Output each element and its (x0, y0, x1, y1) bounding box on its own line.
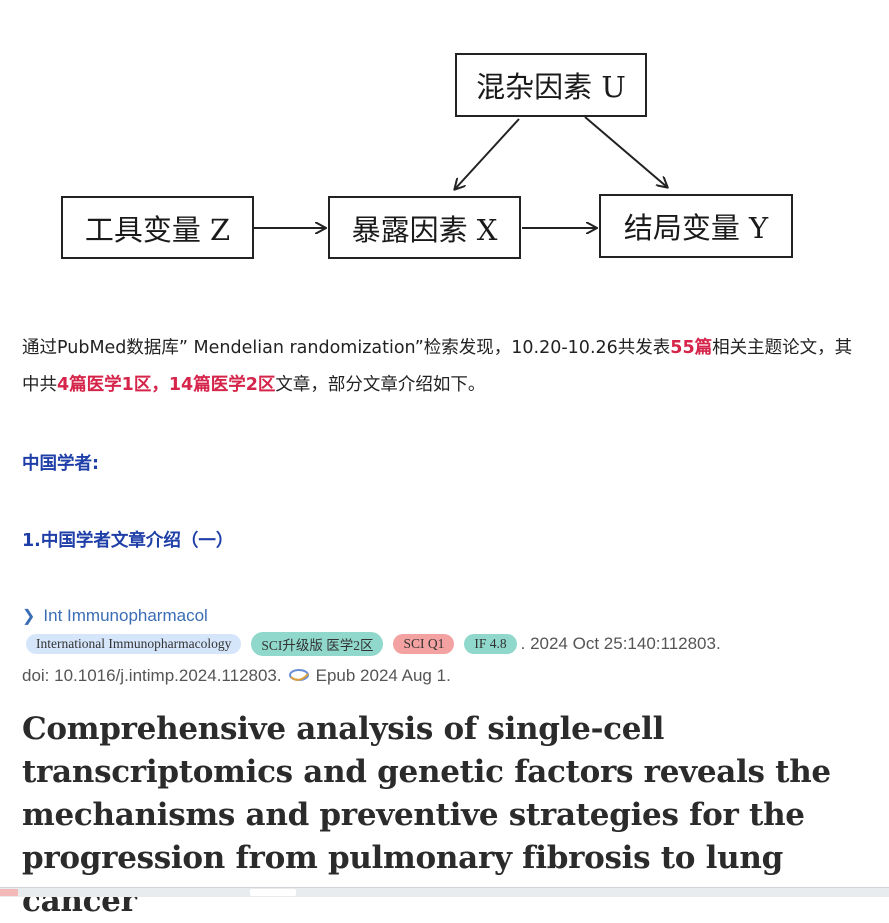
intro-text-3: 文章，部分文章介绍如下。 (275, 375, 486, 395)
intro-text-1: 通过PubMed数据库” Mendelian randomization”检索发… (22, 338, 671, 358)
article-1-heading: 1.中国学者文章介绍（一） (22, 531, 234, 551)
bottom-left-indicator (0, 889, 18, 896)
instrument-box: 工具变量 Z (61, 196, 254, 259)
intro-text-2: 相关主题论文，其中共 (22, 338, 853, 395)
exposure-box: 暴露因素 X (328, 196, 521, 259)
journal-link[interactable]: ❯ Int Immunopharmacol (22, 606, 208, 626)
outcome-box: 结局变量 Y (599, 194, 793, 258)
intro-paragraph: 通过PubMed数据库” Mendelian randomization”检索发… (22, 330, 862, 404)
journal-abbrev: Int Immunopharmacol (43, 606, 208, 625)
section-heading-chinese-scholars: 中国学者: (22, 454, 99, 474)
epub-date: Epub 2024 Aug 1. (315, 666, 451, 685)
diagram-arrows (254, 116, 889, 300)
sci-zone-badge: SCI升级版 医学2区 (251, 632, 384, 656)
scrollbar-thumb[interactable] (250, 889, 296, 896)
doi-text[interactable]: doi: 10.1016/j.intimp.2024.112803. (22, 666, 282, 685)
journal-full-badge: International Immunopharmacology (26, 634, 242, 654)
doi-row: doi: 10.1016/j.intimp.2024.112803. Epub … (22, 664, 451, 688)
arrow-u-to-y (584, 116, 667, 187)
intro-count-total: 55篇 (670, 338, 713, 358)
impact-factor-badge: IF 4.8 (464, 634, 517, 654)
chevron-right-icon: ❯ (22, 608, 36, 625)
confounder-box: 混杂因素 U (455, 53, 647, 117)
epub-icon (288, 668, 310, 684)
sci-q-badge: SCI Q1 (393, 634, 455, 654)
date-volume: . 2024 Oct 25:140:112803. (520, 634, 721, 653)
arrow-u-to-x (455, 118, 520, 189)
citation-badges-row: International Immunopharmacology SCI升级版 … (26, 632, 721, 656)
bottom-scrollbar[interactable] (0, 887, 889, 897)
intro-count-quartile: 4篇医学1区，14篇医学2区 (57, 375, 276, 395)
mr-diagram: 混杂因素 U 工具变量 Z 暴露因素 X 结局变量 Y (0, 0, 889, 300)
